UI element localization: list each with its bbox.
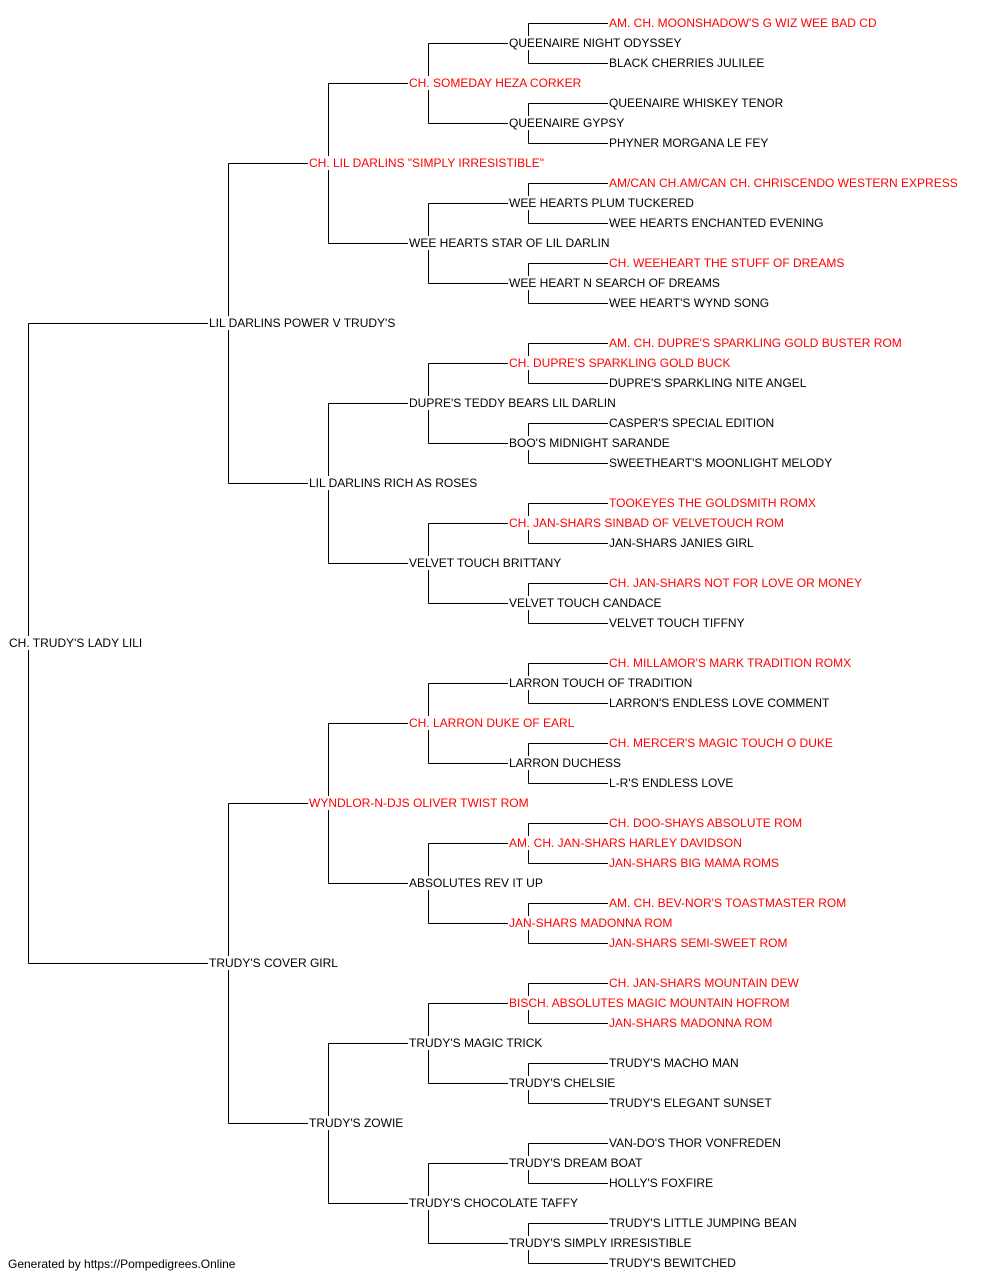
ancestor-name-gen5: LARRON'S ENDLESS LOVE COMMENT [608, 696, 831, 710]
ancestor-name-gen5: HOLLY'S FOXFIRE [608, 1176, 715, 1190]
ancestor-name-gen5: TRUDY'S LITTLE JUMPING BEAN [608, 1216, 798, 1230]
ancestor-name-gen5: AM. CH. DUPRE'S SPARKLING GOLD BUSTER RO… [608, 336, 903, 350]
ancestor-name-gen4: CH. JAN-SHARS SINBAD OF VELVETOUCH ROM [508, 516, 785, 530]
ancestor-name-gen4: TRUDY'S SIMPLY IRRESISTIBLE [508, 1236, 693, 1250]
ancestor-name-gen5: CH. MILLAMOR'S MARK TRADITION ROMX [608, 656, 853, 670]
ancestor-name-gen2: CH. LIL DARLINS "SIMPLY IRRESISTIBLE" [308, 156, 546, 170]
ancestor-name-gen4: WEE HEART N SEARCH OF DREAMS [508, 276, 721, 290]
ancestor-name-gen4: QUEENAIRE NIGHT ODYSSEY [508, 36, 683, 50]
ancestor-name-gen5: CH. JAN-SHARS NOT FOR LOVE OR MONEY [608, 576, 864, 590]
ancestor-name-gen5: CH. MERCER'S MAGIC TOUCH O DUKE [608, 736, 834, 750]
ancestor-name-gen4: LARRON DUCHESS [508, 756, 623, 770]
ancestor-name-gen5: PHYNER MORGANA LE FEY [608, 136, 770, 150]
ancestor-name-gen4: BISCH. ABSOLUTES MAGIC MOUNTAIN HOFROM [508, 996, 791, 1010]
ancestor-name-gen5: AM. CH. MOONSHADOW'S G WIZ WEE BAD CD [608, 16, 878, 30]
ancestor-name-gen3: DUPRE'S TEDDY BEARS LIL DARLIN [408, 396, 617, 410]
ancestor-name-gen5: CH. DOO-SHAYS ABSOLUTE ROM [608, 816, 804, 830]
ancestor-name-gen3: CH. SOMEDAY HEZA CORKER [408, 76, 583, 90]
ancestor-name-gen3: WEE HEARTS STAR OF LIL DARLIN [408, 236, 611, 250]
ancestor-name-gen5: JAN-SHARS BIG MAMA ROMS [608, 856, 781, 870]
ancestor-name-gen4: CH. DUPRE'S SPARKLING GOLD BUCK [508, 356, 732, 370]
ancestor-name-gen3: TRUDY'S CHOCOLATE TAFFY [408, 1196, 579, 1210]
ancestor-name-gen4: AM. CH. JAN-SHARS HARLEY DAVIDSON [508, 836, 743, 850]
ancestor-name-gen4: QUEENAIRE GYPSY [508, 116, 626, 130]
ancestor-name-gen3: ABSOLUTES REV IT UP [408, 876, 544, 890]
subject-dog-name: CH. TRUDY'S LADY LILI [8, 636, 144, 650]
ancestor-name-gen4: WEE HEARTS PLUM TUCKERED [508, 196, 695, 210]
ancestor-name-gen5: VAN-DO'S THOR VONFREDEN [608, 1136, 782, 1150]
ancestor-name-gen5: JAN-SHARS SEMI-SWEET ROM [608, 936, 789, 950]
ancestor-name-gen2: TRUDY'S ZOWIE [308, 1116, 405, 1130]
ancestor-name-gen1: LIL DARLINS POWER V TRUDY'S [208, 316, 397, 330]
ancestor-name-gen5: SWEETHEART'S MOONLIGHT MELODY [608, 456, 834, 470]
ancestor-name-gen5: BLACK CHERRIES JULILEE [608, 56, 766, 70]
ancestor-name-gen5: TOOKEYES THE GOLDSMITH ROMX [608, 496, 817, 510]
ancestor-name-gen1: TRUDY'S COVER GIRL [208, 956, 339, 970]
ancestor-name-gen5: L-R'S ENDLESS LOVE [608, 776, 735, 790]
ancestor-name-gen5: JAN-SHARS MADONNA ROM [608, 1016, 774, 1030]
ancestor-name-gen5: CASPER'S SPECIAL EDITION [608, 416, 776, 430]
ancestor-name-gen5: VELVET TOUCH TIFFNY [608, 616, 746, 630]
ancestor-name-gen4: LARRON TOUCH OF TRADITION [508, 676, 694, 690]
ancestor-name-gen5: CH. WEEHEART THE STUFF OF DREAMS [608, 256, 846, 270]
ancestor-name-gen4: TRUDY'S CHELSIE [508, 1076, 617, 1090]
ancestor-name-gen5: TRUDY'S MACHO MAN [608, 1056, 740, 1070]
ancestor-name-gen5: TRUDY'S ELEGANT SUNSET [608, 1096, 773, 1110]
ancestor-name-gen4: TRUDY'S DREAM BOAT [508, 1156, 644, 1170]
ancestor-name-gen5: TRUDY'S BEWITCHED [608, 1256, 737, 1270]
ancestor-name-gen4: JAN-SHARS MADONNA ROM [508, 916, 674, 930]
ancestor-name-gen3: TRUDY'S MAGIC TRICK [408, 1036, 544, 1050]
ancestor-name-gen2: WYNDLOR-N-DJS OLIVER TWIST ROM [308, 796, 530, 810]
ancestor-name-gen3: VELVET TOUCH BRITTANY [408, 556, 563, 570]
ancestor-name-gen5: DUPRE'S SPARKLING NITE ANGEL [608, 376, 808, 390]
ancestor-name-gen5: AM. CH. BEV-NOR'S TOASTMASTER ROM [608, 896, 848, 910]
ancestor-name-gen5: WEE HEARTS ENCHANTED EVENING [608, 216, 825, 230]
ancestor-name-gen5: CH. JAN-SHARS MOUNTAIN DEW [608, 976, 800, 990]
ancestor-name-gen5: JAN-SHARS JANIES GIRL [608, 536, 755, 550]
ancestor-name-gen2: LIL DARLINS RICH AS ROSES [308, 476, 479, 490]
ancestor-name-gen5: WEE HEART'S WYND SONG [608, 296, 771, 310]
generator-credit: Generated by https://Pompedigrees.Online [8, 1257, 236, 1271]
ancestor-name-gen3: CH. LARRON DUKE OF EARL [408, 716, 576, 730]
ancestor-name-gen4: BOO'S MIDNIGHT SARANDE [508, 436, 671, 450]
ancestor-name-gen5: QUEENAIRE WHISKEY TENOR [608, 96, 785, 110]
ancestor-name-gen5: AM/CAN CH.AM/CAN CH. CHRISCENDO WESTERN … [608, 176, 959, 190]
ancestor-name-gen4: VELVET TOUCH CANDACE [508, 596, 663, 610]
